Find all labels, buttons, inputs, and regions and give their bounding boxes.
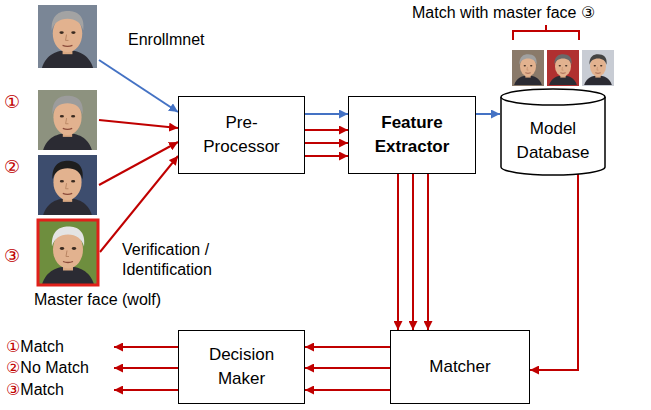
node-label: Pre- Processor: [197, 111, 287, 159]
process-box: Pre- Processor: [178, 96, 305, 174]
input-arrow: [100, 156, 178, 252]
cylinder-body: [501, 97, 605, 175]
callout-number: ③: [4, 246, 20, 266]
result-label: ①Match: [6, 337, 64, 357]
flow-arrow: [305, 346, 390, 348]
node-label: Model Database: [508, 117, 598, 165]
flow-arrow: [305, 113, 348, 115]
process-box: Matcher: [390, 330, 530, 404]
input-arrow: [99, 142, 178, 185]
database-face: [547, 50, 579, 86]
database-face: [582, 50, 614, 86]
flow-arrow: [530, 174, 578, 370]
input-arrow: [99, 60, 178, 112]
flow-arrow: [305, 155, 348, 157]
flow-arrow: [476, 113, 500, 115]
process-box: Decision Maker: [178, 330, 305, 404]
flow-arrow: [305, 142, 348, 144]
database-cylinder: Model Database: [500, 88, 606, 176]
flow-arrow: [305, 129, 348, 131]
flow-arrow: [412, 174, 414, 330]
process-box: Feature Extractor: [348, 96, 476, 174]
result-label: ②No Match: [6, 358, 89, 378]
flow-arrow: [427, 174, 429, 330]
callout-number: ①: [4, 92, 20, 112]
flow-arrow: [305, 367, 390, 369]
cylinder-top: [501, 89, 605, 105]
node-label: Decision Maker: [197, 343, 287, 391]
annotation: Verification / Identification: [122, 240, 247, 280]
flow-arrow: [305, 389, 390, 391]
callout-number: ②: [4, 157, 20, 177]
annotation: Match with master face ③: [412, 3, 595, 23]
output-arrow: [114, 367, 178, 369]
output-arrow: [114, 389, 178, 391]
face-photo: [38, 5, 97, 68]
flow-arrow: [397, 174, 399, 330]
master-face-photo: [38, 220, 98, 285]
caption-label: Master face (wolf): [34, 290, 161, 310]
annotation: Enrollmnet: [128, 30, 204, 50]
output-arrow: [114, 346, 178, 348]
input-arrow: [99, 120, 178, 128]
face-photo: [38, 90, 97, 150]
node-label: Feature Extractor: [362, 111, 462, 159]
database-face: [512, 50, 544, 86]
bracket: [513, 25, 579, 40]
node-label: Matcher: [429, 355, 490, 379]
result-label: ③Match: [6, 380, 64, 400]
face-photo: [38, 155, 97, 215]
